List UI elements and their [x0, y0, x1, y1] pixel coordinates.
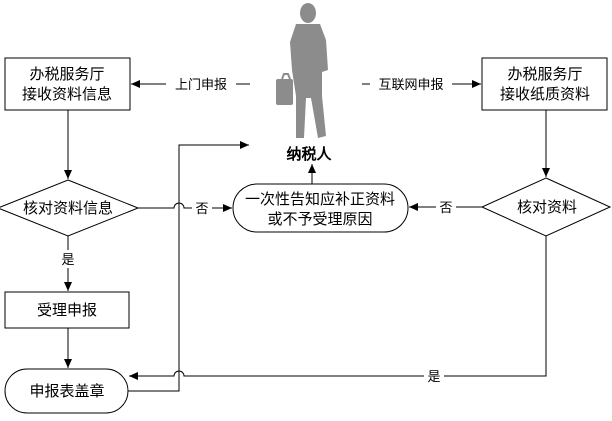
connectors: [64, 80, 550, 392]
verify-docs-label: 核对资料: [517, 198, 577, 216]
hall-paper-title: 办税服务厅: [507, 65, 582, 83]
stamp-to-taxpayer-line: [128, 141, 249, 392]
accept-label: 受理申报: [37, 301, 97, 319]
taxpayer-label: 纳税人: [286, 145, 332, 163]
notice-line-1: 一次性告知应补正资料: [245, 190, 395, 208]
hall-info-box: [4, 57, 131, 111]
yes-left-label: 是: [61, 253, 74, 268]
internet-label: 互联网申报: [378, 78, 443, 93]
businessman-silhouette-icon: [276, 3, 328, 138]
verify-info-label: 核对资料信息: [23, 199, 113, 217]
stamp-label: 申报表盖章: [29, 382, 104, 400]
no-left-label: 否: [195, 202, 208, 217]
hall-paper-subtitle: 接收纸质资料: [500, 85, 590, 103]
no-right-label: 否: [439, 201, 452, 216]
onsite-label: 上门申报: [175, 78, 227, 93]
accept-box: [4, 291, 130, 329]
verify-no-line: [138, 202, 232, 212]
hall-info-title: 办税服务厅: [29, 65, 104, 83]
yes-bottom-label: 是: [427, 370, 440, 385]
verify-docs-yes-line: [129, 236, 547, 380]
notice-line-2: 或不予受理原因: [267, 210, 372, 228]
hall-paper-box: [481, 57, 608, 111]
notice-terminal: [232, 183, 409, 233]
hall-info-subtitle: 接收资料信息: [22, 85, 112, 103]
